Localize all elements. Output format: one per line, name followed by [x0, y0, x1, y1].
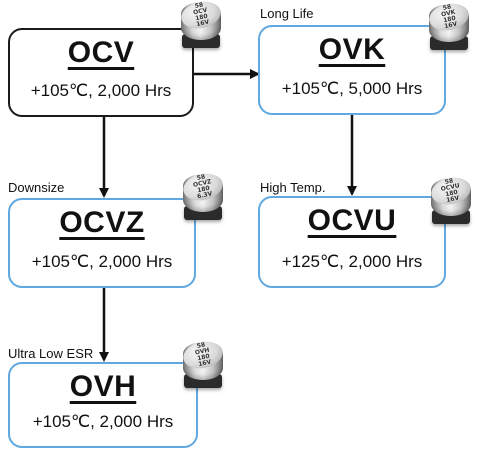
series-title-ocvu: OCVU	[307, 204, 397, 237]
node-ocvu: OCVU +125℃, 2,000 Hrs	[258, 196, 446, 288]
spec-ocvz: +105℃, 2,000 Hrs	[31, 252, 173, 271]
spec-ocvu: +125℃, 2,000 Hrs	[281, 252, 423, 271]
caption-ocvz: Downsize	[8, 180, 65, 195]
caption-ovh: Ultra Low ESR	[8, 346, 94, 361]
capacitor-image-ocvu: 58 OCVU 180 16V	[428, 174, 474, 226]
spec-ovk: +105℃, 5,000 Hrs	[281, 79, 423, 98]
series-title-ovk: OVK	[318, 33, 386, 66]
capacitor-image-ocvz: 58 OCVZ 180 6.3V	[180, 170, 226, 222]
spec-ovh: +105℃, 2,000 Hrs	[32, 412, 174, 431]
series-title-ocvz: OCVZ	[59, 206, 145, 239]
capacitor-image-ovh: 58 OVH 180 16V	[180, 338, 226, 390]
node-ovk: OVK +105℃, 5,000 Hrs	[258, 25, 446, 115]
caption-ovk: Long Life	[260, 6, 314, 21]
capacitor-image-ocv: 58 OCV 180 16V	[178, 0, 224, 50]
node-ovh: OVH +105℃, 2,000 Hrs	[8, 362, 198, 448]
series-title-ocv: OCV	[67, 36, 135, 69]
caption-ocvu: High Temp.	[260, 180, 326, 195]
spec-ocv: +105℃, 2,000 Hrs	[30, 81, 172, 100]
series-title-ovh: OVH	[69, 370, 137, 403]
capacitor-image-ovk: 58 OVK 180 16V	[426, 0, 472, 52]
node-ocv: OCV +105℃, 2,000 Hrs	[8, 28, 194, 117]
node-ocvz: OCVZ +105℃, 2,000 Hrs	[8, 198, 196, 288]
